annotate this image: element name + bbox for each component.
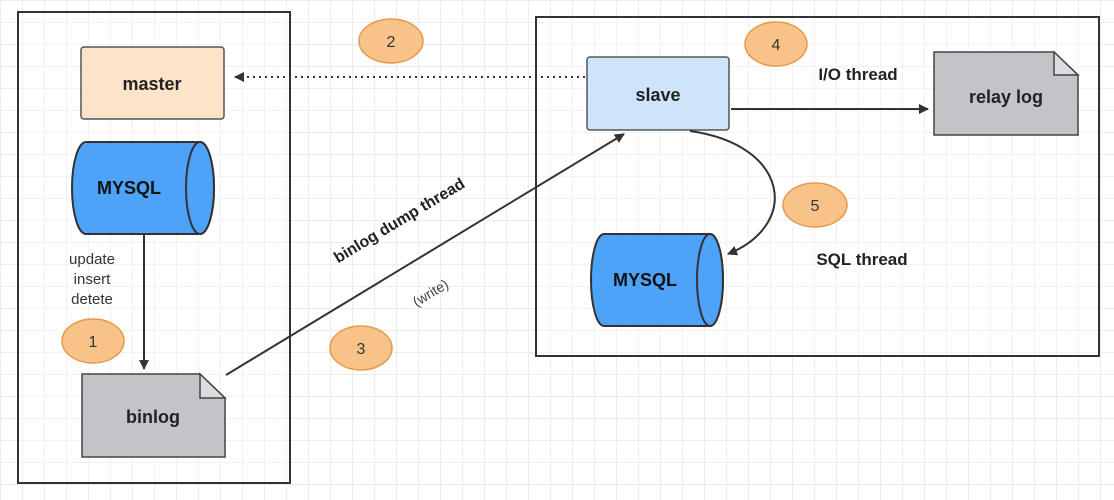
step-badge-3: 3 (329, 325, 393, 371)
slave-node: slave (586, 56, 730, 131)
operation-line-update: update (69, 251, 115, 268)
sql-thread-arrow (689, 130, 776, 256)
relay-log-document: relay log (933, 50, 1080, 136)
step-badge-2: 2 (358, 18, 424, 64)
binlog-document: binlog (81, 372, 227, 458)
mysql-master-label: MYSQL (97, 178, 161, 198)
operation-line-insert: insert (74, 271, 112, 288)
operation-line-detete: detete (71, 291, 113, 308)
mysql-slave-cylinder: MYSQL (590, 233, 724, 327)
step-badge-5-label: 5 (811, 198, 820, 215)
master-node: master (80, 46, 225, 120)
step-badge-5: 5 (782, 182, 848, 228)
binlog-label: binlog (126, 407, 180, 427)
sql-thread-label: SQL thread (816, 250, 907, 269)
step-badge-1: 1 (61, 318, 125, 364)
slave-label: slave (635, 85, 680, 105)
step-badge-3-label: 3 (357, 341, 366, 358)
binlog-dump-thread-label: binlog dump thread (331, 175, 468, 266)
binlog-dump-arrow (225, 133, 625, 376)
step-badge-4: 4 (744, 21, 808, 67)
mysql-master-cylinder: MYSQL (71, 141, 215, 235)
step-badge-1-label: 1 (89, 334, 98, 351)
mysql-slave-label: MYSQL (613, 270, 677, 290)
relay-log-label: relay log (969, 87, 1043, 107)
step-badge-2-label: 2 (387, 34, 396, 51)
io-thread-label: I/O thread (818, 65, 897, 84)
step-badge-4-label: 4 (772, 37, 781, 54)
master-label: master (122, 74, 181, 94)
write-label: (write) (410, 276, 452, 310)
